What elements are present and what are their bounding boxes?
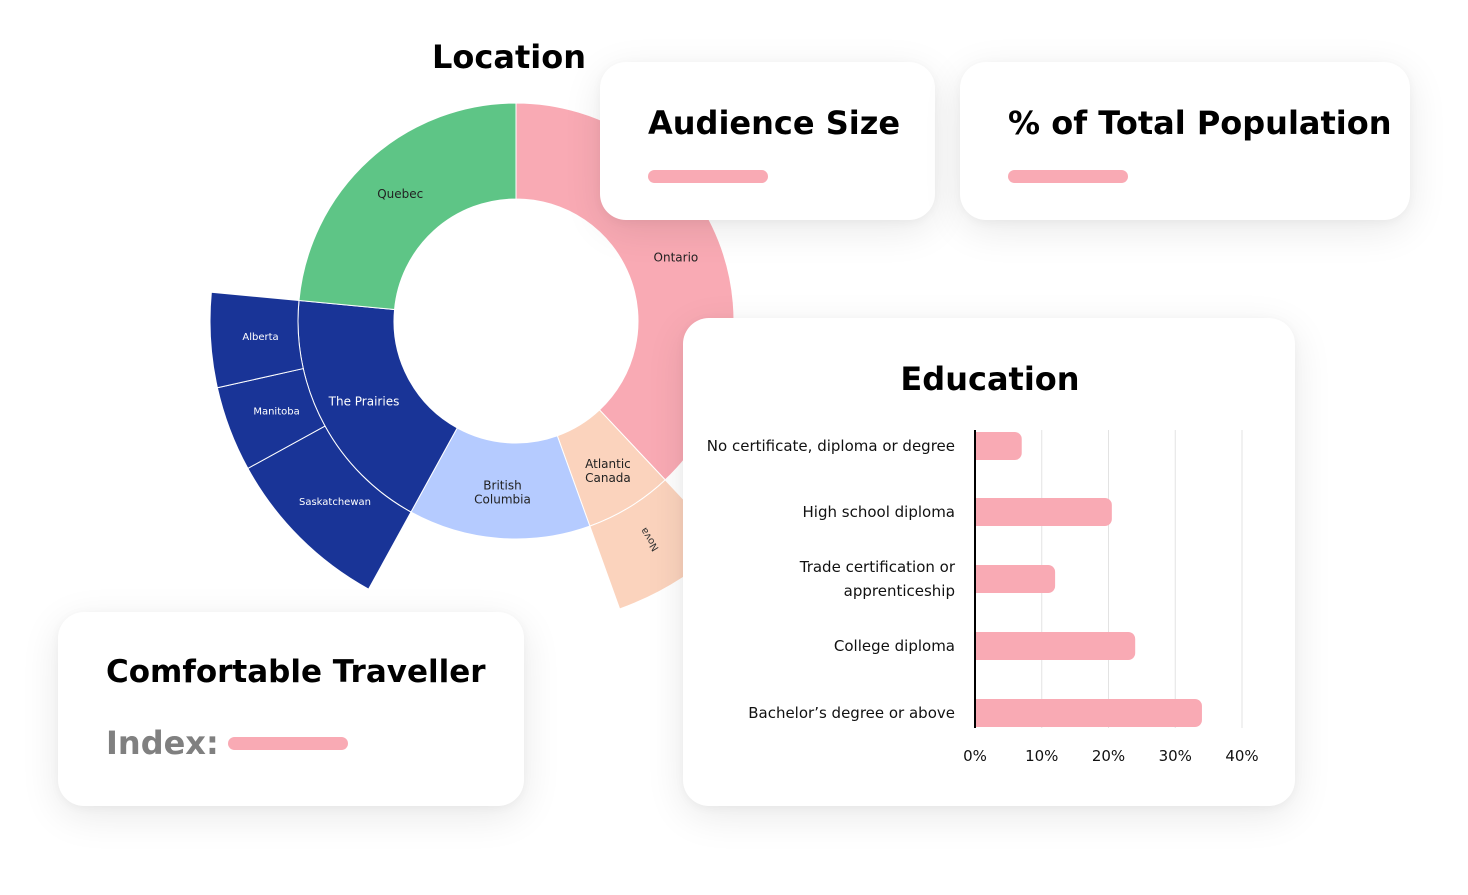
comfortable-traveller-card: Comfortable Traveller Index: bbox=[58, 612, 524, 806]
sunburst-outer-label-alberta: Alberta bbox=[242, 332, 278, 343]
x-tick-label: 30% bbox=[1159, 747, 1192, 765]
sunburst-slice-quebec bbox=[298, 102, 517, 311]
bar-base-no-certificate-diploma-or-degree bbox=[975, 432, 983, 460]
bar-base-bachelor-s-degree-or-above bbox=[975, 699, 983, 727]
total-population-value-placeholder bbox=[1008, 170, 1128, 183]
x-tick-label: 20% bbox=[1092, 747, 1125, 765]
category-label-high-school-diploma: High school diploma bbox=[803, 503, 955, 521]
sunburst-outer-label-manitoba: Manitoba bbox=[253, 406, 299, 417]
audience-size-card: Audience Size bbox=[600, 62, 935, 220]
bar-high-school-diploma bbox=[975, 498, 1112, 526]
total-population-title: % of Total Population bbox=[1008, 104, 1392, 142]
sunburst-label-the-prairies: The Prairies bbox=[328, 394, 400, 408]
audience-size-title: Audience Size bbox=[648, 104, 901, 142]
index-label: Index: bbox=[106, 724, 219, 762]
bar-no-certificate-diploma-or-degree bbox=[975, 432, 1022, 460]
bar-base-college-diploma bbox=[975, 632, 983, 660]
total-population-card: % of Total Population bbox=[960, 62, 1410, 220]
x-tick-label: 0% bbox=[963, 747, 987, 765]
sunburst-outer-slice-alberta bbox=[209, 291, 304, 389]
bar-college-diploma bbox=[975, 632, 1136, 660]
category-label-no-certificate-diploma-or-degree: No certificate, diploma or degree bbox=[707, 437, 955, 455]
education-card: Education No certificate, diploma or deg… bbox=[683, 318, 1295, 806]
sunburst-outer-label-saskatchewan: Saskatchewan bbox=[299, 497, 371, 508]
sunburst-label-quebec: Quebec bbox=[377, 187, 423, 201]
bar-bachelor-s-degree-or-above bbox=[975, 699, 1202, 727]
index-value-placeholder bbox=[228, 737, 348, 750]
x-tick-label: 10% bbox=[1025, 747, 1058, 765]
audience-size-value-placeholder bbox=[648, 170, 768, 183]
bar-trade-certification-or-apprenticeship bbox=[975, 565, 1056, 593]
education-chart-title: Education bbox=[900, 360, 1080, 398]
category-label-college-diploma: College diploma bbox=[834, 637, 955, 655]
x-tick-label: 40% bbox=[1225, 747, 1258, 765]
bar-base-trade-certification-or-apprenticeship bbox=[975, 565, 983, 593]
location-chart-title: Location bbox=[432, 38, 586, 76]
category-label-bachelor-s-degree-or-above: Bachelor’s degree or above bbox=[748, 704, 955, 722]
bar-base-high-school-diploma bbox=[975, 498, 983, 526]
sunburst-label-ontario: Ontario bbox=[654, 251, 699, 265]
comfortable-traveller-title: Comfortable Traveller bbox=[106, 654, 486, 690]
